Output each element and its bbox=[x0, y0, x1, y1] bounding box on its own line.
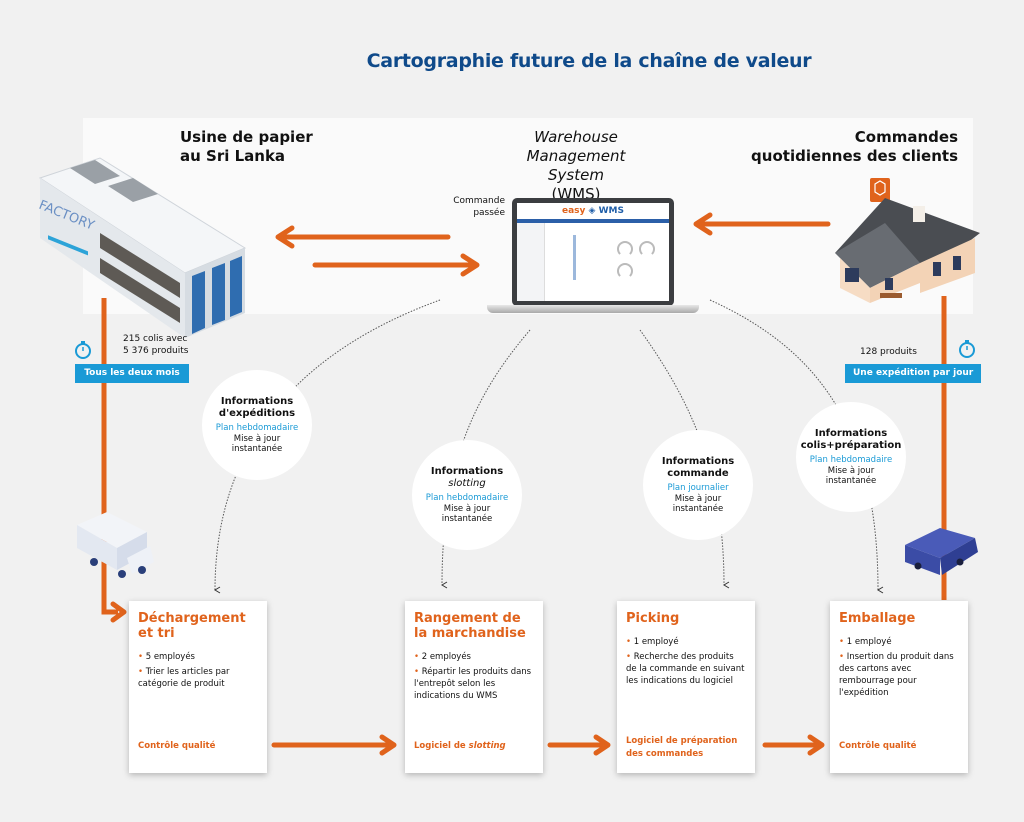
process-card-picking: Picking • 1 employé • Recherche des prod… bbox=[617, 601, 755, 773]
bubble-update-2: instantanée bbox=[825, 476, 877, 486]
bubble-update: Mise à jour bbox=[443, 504, 491, 514]
order-note-line2: passée bbox=[473, 208, 505, 218]
order-placed-note: Commande passée bbox=[430, 195, 505, 219]
house-illustration bbox=[835, 178, 980, 303]
info-bubble-packing: Informations colis+préparation Plan hebd… bbox=[796, 402, 906, 512]
inbound-quantity-line1: 215 colis avec bbox=[123, 334, 188, 344]
wms-label-line2: Management System bbox=[526, 147, 626, 184]
card-footer: Logiciel de slotting bbox=[414, 741, 506, 751]
arrow-wms-to-factory bbox=[275, 225, 451, 249]
bubble-update: Mise à jour bbox=[674, 494, 722, 504]
card-footer: Contrôle qualité bbox=[138, 741, 216, 751]
card-title: Rangement de bbox=[414, 611, 521, 626]
outbound-quantity: 128 produits bbox=[860, 347, 917, 357]
arrow-step3-to-step4 bbox=[762, 734, 825, 756]
factory-label: Usine de papier au Sri Lanka bbox=[180, 128, 313, 166]
card-bullet: • 5 employés bbox=[138, 652, 195, 662]
bubble-update: Mise à jour bbox=[233, 434, 281, 444]
laptop-wms-screen: easy ◈ WMS bbox=[487, 198, 699, 316]
order-note-line1: Commande bbox=[453, 196, 505, 206]
bubble-update-2: instantanée bbox=[441, 514, 493, 524]
customers-label-line2: quotidiennes des clients bbox=[751, 147, 958, 165]
inbound-quantity-line2: 5 376 produits bbox=[123, 346, 189, 356]
process-card-packing: Emballage • 1 employé • Insertion du pro… bbox=[830, 601, 968, 773]
bubble-title: Informations bbox=[661, 456, 735, 467]
bubble-plan: Plan hebdomadaire bbox=[215, 423, 299, 433]
card-bullet: • Trier les articles par catégorie de pr… bbox=[138, 667, 230, 689]
bubble-title: Informations bbox=[220, 396, 294, 407]
stopwatch-icon-inbound bbox=[74, 340, 92, 364]
card-title-2: la marchandise bbox=[414, 626, 526, 641]
arrow-customers-to-wms bbox=[693, 212, 831, 236]
card-title: Picking bbox=[626, 611, 680, 626]
card-bullet: • 1 employé bbox=[626, 637, 679, 647]
bubble-subtitle: commande bbox=[667, 468, 729, 479]
bubble-subtitle: d'expéditions bbox=[218, 408, 296, 419]
card-title-2: et tri bbox=[138, 626, 175, 641]
card-footer: Logiciel de préparation des commandes bbox=[626, 736, 738, 759]
card-bullet: • Répartir les produits dans l'entrepôt … bbox=[414, 667, 532, 701]
customers-label: Commandes quotidiennes des clients bbox=[740, 128, 958, 166]
van-illustration bbox=[905, 528, 978, 575]
diagram-title: Cartographie future de la chaîne de vale… bbox=[366, 50, 812, 72]
bubble-update-2: instantanée bbox=[231, 444, 283, 454]
arrow-factory-to-wms bbox=[312, 253, 480, 277]
info-bubble-order: Informations commande Plan journalier Mi… bbox=[643, 430, 753, 540]
factory-label-line1: Usine de papier bbox=[180, 128, 313, 146]
card-bullet: • 2 employés bbox=[414, 652, 471, 662]
outbound-frequency-badge: Une expédition par jour bbox=[845, 364, 982, 383]
wms-brand: easy ◈ WMS bbox=[562, 206, 624, 216]
customers-label-line1: Commandes bbox=[854, 128, 958, 146]
factory-illustration: FACTORY bbox=[37, 157, 247, 338]
bubble-plan: Plan hebdomadaire bbox=[425, 493, 509, 503]
bubble-subtitle: slotting bbox=[448, 478, 486, 489]
info-bubble-shipments: Informations d'expéditions Plan hebdomad… bbox=[202, 370, 312, 480]
inbound-quantity: 215 colis avec 5 376 produits bbox=[123, 333, 188, 357]
wms-label: Warehouse Management System (WMS) bbox=[497, 128, 655, 204]
bubble-update-2: instantanée bbox=[672, 504, 724, 514]
card-bullet: • 1 employé bbox=[839, 637, 892, 647]
inbound-frequency-badge: Tous les deux mois bbox=[75, 364, 189, 383]
card-bullet: • Recherche des produits de la commande … bbox=[626, 652, 745, 686]
stopwatch-icon-outbound bbox=[958, 339, 976, 363]
card-title: Emballage bbox=[839, 611, 916, 626]
card-footer: Contrôle qualité bbox=[839, 741, 917, 751]
truck-illustration bbox=[77, 512, 154, 578]
arrow-step2-to-step3 bbox=[547, 734, 611, 756]
info-bubble-slotting: Informations slotting Plan hebdomadaire … bbox=[412, 440, 522, 550]
bubble-plan: Plan journalier bbox=[667, 483, 729, 493]
arrow-step1-to-step2 bbox=[271, 734, 397, 756]
wms-label-line1: Warehouse bbox=[534, 128, 618, 146]
card-bullet: • Insertion du produit dans des cartons … bbox=[839, 652, 954, 698]
bubble-update: Mise à jour bbox=[827, 466, 875, 476]
arrow-factory-to-unloading bbox=[101, 298, 127, 623]
bubble-title: Informations bbox=[814, 428, 888, 439]
bubble-plan: Plan hebdomadaire bbox=[809, 455, 893, 465]
card-title: Déchargement bbox=[138, 611, 246, 626]
factory-label-line2: au Sri Lanka bbox=[180, 147, 286, 165]
bubble-subtitle: colis+préparation bbox=[800, 440, 902, 451]
bubble-title: Informations bbox=[430, 466, 504, 477]
